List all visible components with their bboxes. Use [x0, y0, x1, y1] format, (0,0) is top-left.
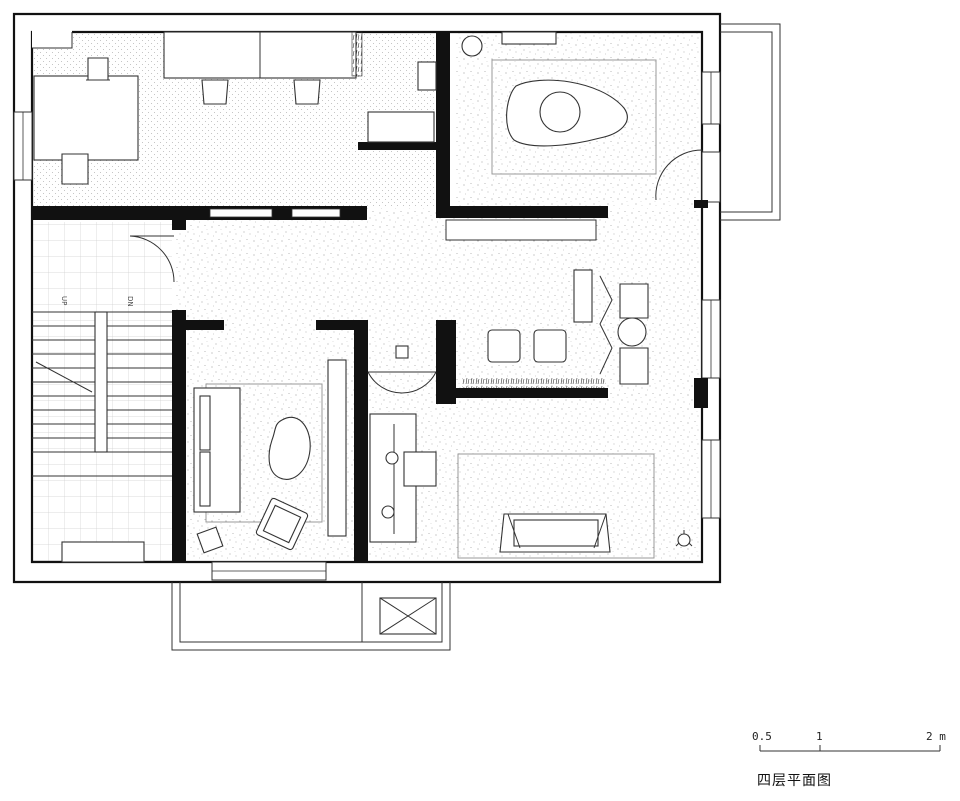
stair-down-label: DN [126, 296, 134, 307]
scale-label-1: 1 [816, 730, 823, 743]
wall-right-pier [694, 378, 708, 408]
sofa [499, 513, 611, 553]
wall-office-inner [358, 142, 438, 150]
cabinet-small [417, 61, 437, 91]
scale-label-2: 2 m [926, 730, 946, 743]
corner-room-rug [491, 59, 657, 175]
side-table [196, 526, 224, 554]
wall-bedroom-top-right [316, 320, 368, 330]
scale-label-0: 0.5 [752, 730, 772, 743]
lounge-rug [457, 453, 655, 559]
scale-bar: 0.5 1 2 m [752, 730, 946, 752]
wall-notch [32, 30, 72, 48]
corner-room-ottoman [539, 91, 581, 133]
wall-bedroom-right [354, 320, 368, 562]
door-corner-room [655, 149, 703, 201]
door-stair [129, 235, 175, 283]
dining-chairs [617, 283, 649, 385]
lounge-chair-2 [533, 329, 567, 363]
curtain [351, 31, 363, 77]
tv-cabinet [573, 269, 593, 323]
office-chair-4 [293, 79, 321, 105]
niche-box [395, 345, 409, 359]
wall-office-bottom [32, 206, 367, 220]
corner-room-lamp [461, 35, 483, 57]
wall-right-pier-top [694, 200, 708, 208]
stool-1 [385, 451, 399, 465]
balcony-bottom [171, 582, 451, 651]
staircase [32, 311, 172, 563]
stair-up-label: UP [60, 296, 68, 305]
side-cabinet [403, 451, 437, 487]
wall-bedroom-top-left [186, 320, 224, 330]
plan-title: 四层平面图 [757, 773, 832, 789]
lounge-chair-1 [487, 329, 521, 363]
armchair [255, 497, 309, 551]
exterior-wall [12, 12, 722, 584]
door-niche [367, 371, 437, 394]
balcony-door [701, 151, 721, 203]
wall-living-divider-h [456, 388, 608, 398]
shelf [367, 111, 435, 143]
coffee-table-organic [268, 416, 311, 480]
wall-living-divider [436, 320, 456, 404]
north-arrow-icon [675, 530, 693, 547]
corner-room-shelf [501, 31, 557, 45]
office-chair-2 [61, 153, 89, 185]
folding-screen [599, 275, 613, 375]
wall-stair-right [172, 220, 186, 230]
desk-large [33, 75, 139, 161]
wall-notch-outline [32, 32, 73, 49]
wall-corner-room-left [436, 32, 450, 210]
wardrobe [327, 359, 347, 537]
office-chair-3 [201, 79, 229, 105]
wall-office-window [209, 208, 273, 218]
ac-unit-cross [379, 597, 437, 635]
planter-strip [462, 376, 606, 388]
wall-corner-room-bottom [436, 206, 608, 218]
office-chair-1 [86, 57, 110, 81]
balcony-right [720, 23, 781, 221]
